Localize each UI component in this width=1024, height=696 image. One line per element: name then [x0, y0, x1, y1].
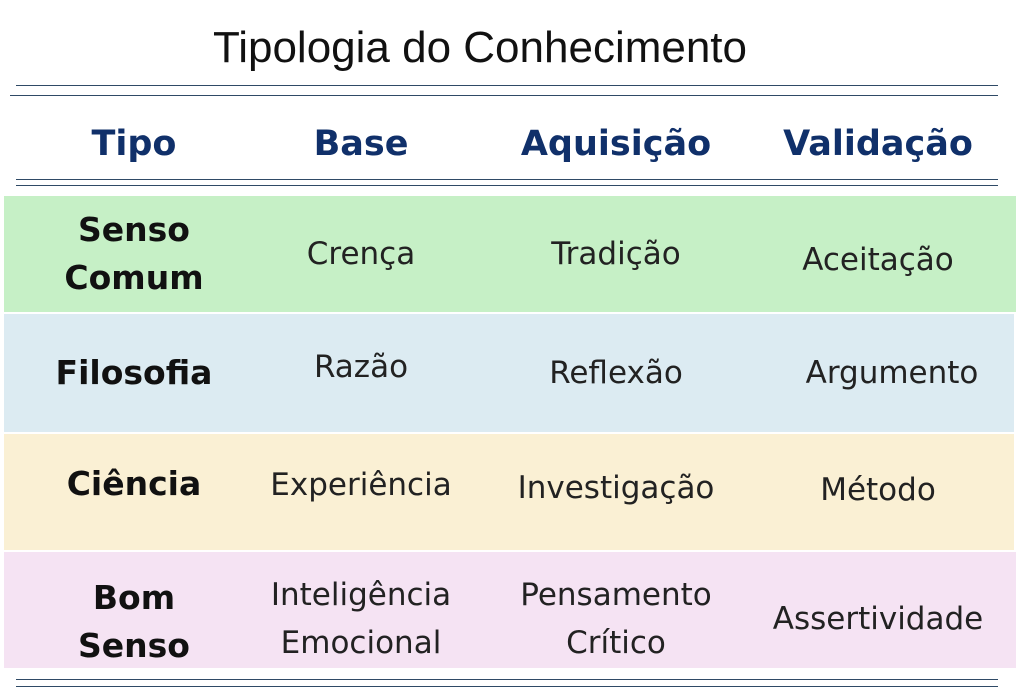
- header-rule-bottom: [16, 185, 998, 186]
- cell-tipo: Senso Comum: [64, 210, 204, 297]
- header-aquisicao: Aquisição: [520, 124, 712, 164]
- table-row-bom-senso: Bom Senso Inteligência Emocional Pensame…: [4, 552, 1016, 668]
- header-base: Base: [313, 124, 409, 164]
- cell-validacao: Aceitação: [802, 242, 954, 278]
- cell-aquisicao: Investigação: [517, 470, 715, 506]
- cell-base: Experiência: [270, 467, 452, 503]
- cell-base: Inteligência Emocional: [270, 577, 452, 661]
- cell-validacao: Método: [820, 472, 936, 508]
- header-tipo: Tipo: [91, 124, 177, 164]
- cell-validacao: Assertividade: [772, 601, 984, 637]
- footer-rule-top: [16, 679, 998, 680]
- cell-base: Crença: [306, 236, 416, 272]
- footer-rule-bottom: [16, 686, 998, 687]
- title-rule-top: [16, 85, 998, 86]
- title-rule-bottom: [10, 95, 998, 96]
- table-header-row: Tipo Base Aquisição Validação: [0, 112, 1024, 176]
- cell-tipo: Ciência: [66, 464, 202, 503]
- cell-tipo: Bom Senso: [78, 578, 190, 665]
- header-rule-top: [16, 179, 998, 180]
- table-row-filosofia: Filosofia Razão Reflexão Argumento: [4, 314, 1014, 432]
- cell-base: Razão: [313, 349, 409, 385]
- page-title: Tipologia do Conhecimento: [212, 23, 748, 72]
- table-row-senso-comum: Senso Comum Crença Tradição Aceitação: [4, 196, 1016, 312]
- cell-validacao: Argumento: [805, 355, 979, 391]
- cell-aquisicao: Reflexão: [549, 355, 683, 391]
- table-row-ciencia: Ciência Experiência Investigação Método: [4, 434, 1014, 550]
- cell-aquisicao: Pensamento Crítico: [520, 577, 712, 661]
- header-validacao: Validação: [783, 124, 973, 164]
- cell-aquisicao: Tradição: [551, 236, 681, 272]
- cell-tipo: Filosofia: [55, 353, 213, 392]
